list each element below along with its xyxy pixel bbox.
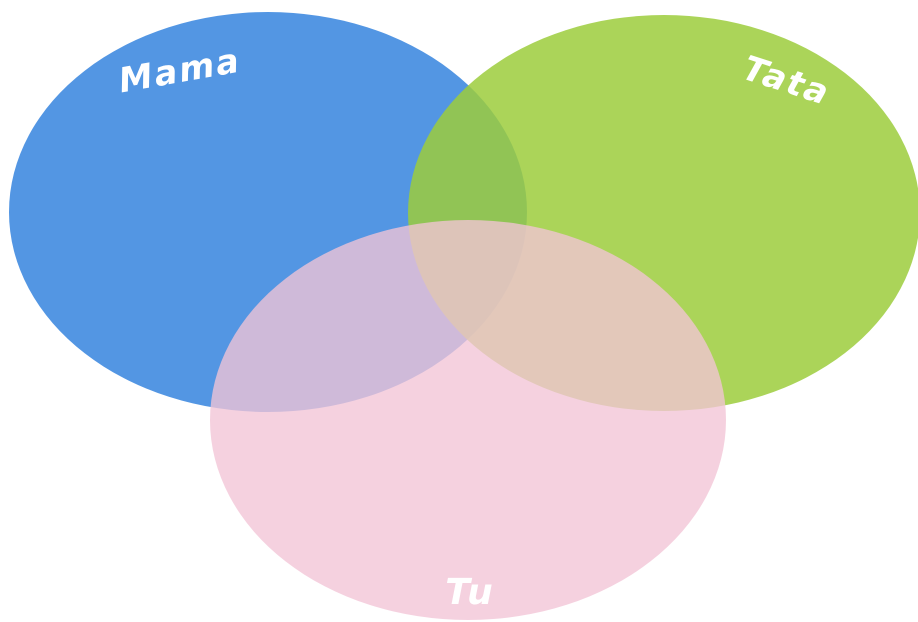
set-tu-ellipse — [210, 220, 726, 620]
set-tu-label: Tu — [445, 572, 495, 613]
